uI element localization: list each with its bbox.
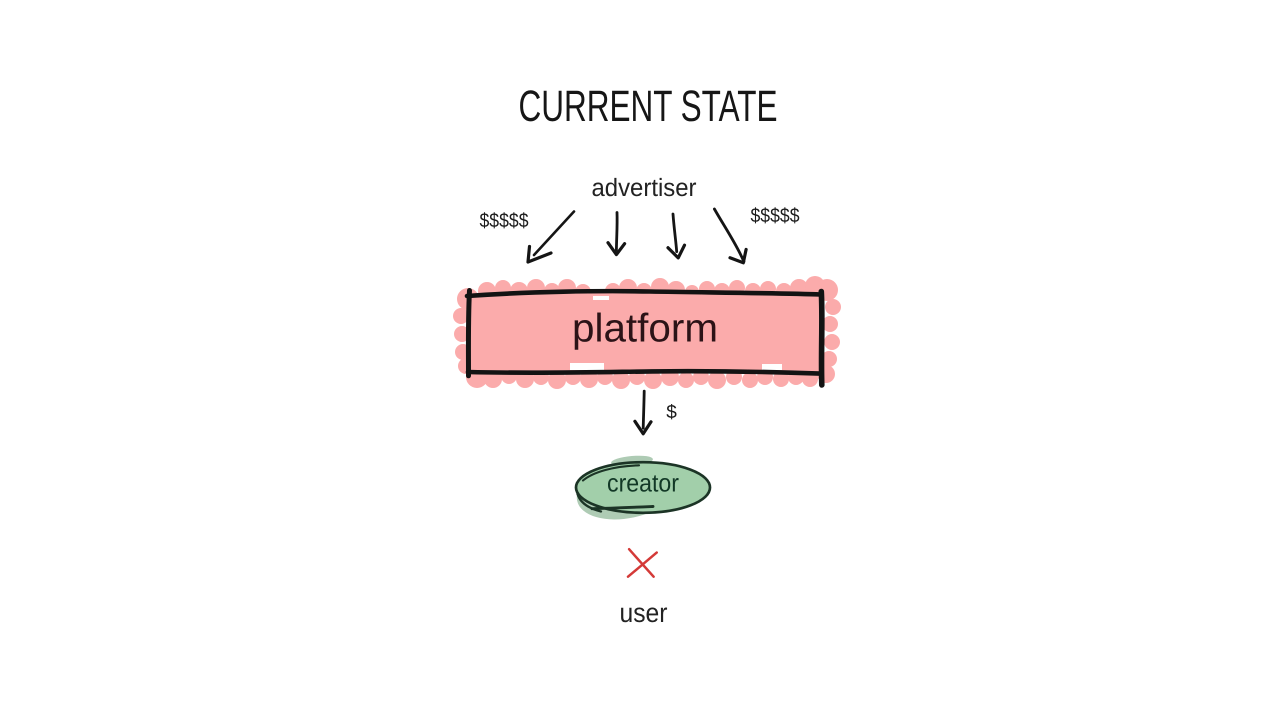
svg-text:user: user bbox=[620, 598, 668, 628]
svg-text:$$$$$: $$$$$ bbox=[480, 210, 529, 232]
svg-text:$$$$$: $$$$$ bbox=[751, 205, 800, 227]
svg-text:advertiser: advertiser bbox=[592, 174, 697, 202]
svg-text:platform: platform bbox=[572, 307, 718, 351]
svg-text:CURRENT STATE: CURRENT STATE bbox=[519, 82, 778, 131]
svg-text:$: $ bbox=[666, 402, 677, 423]
svg-text:creator: creator bbox=[607, 470, 679, 498]
